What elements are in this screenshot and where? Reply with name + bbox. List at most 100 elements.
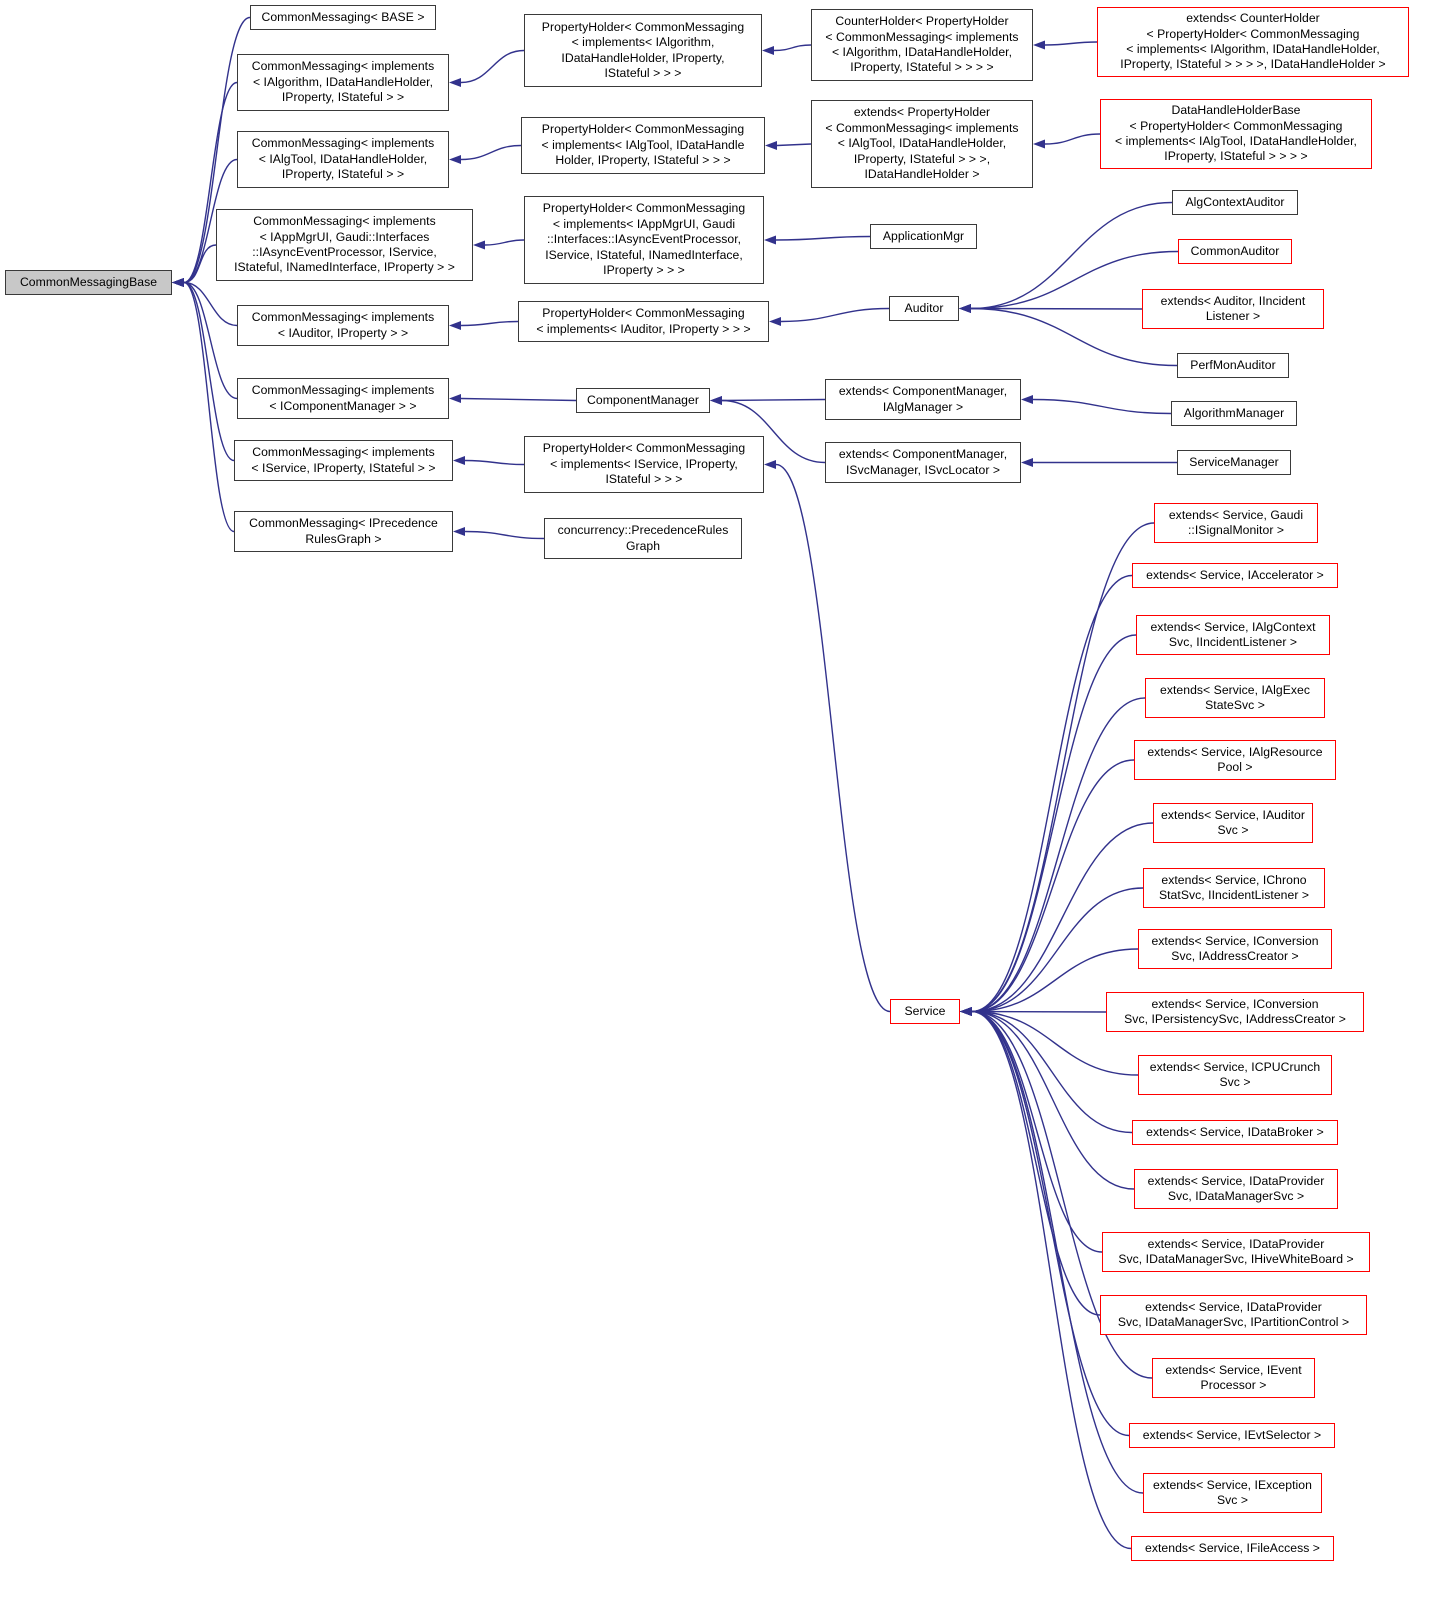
arrowhead-svcEvtSelector-to-service — [960, 1007, 972, 1016]
class-node-svcSignalMonitor[interactable]: extends< Service, Gaudi ::ISignalMonitor… — [1154, 503, 1318, 543]
edge-phService-to-cmService — [464, 459, 525, 466]
class-node-svcEvtSelector[interactable]: extends< Service, IEvtSelector > — [1129, 1423, 1335, 1448]
class-node-label: extends< Service, IConversion Svc, IPers… — [1124, 996, 1346, 1026]
class-node-label: CounterHolder< PropertyHolder < CommonMe… — [825, 14, 1019, 75]
class-node-label: AlgorithmManager — [1183, 405, 1285, 420]
edge-extendsCounterHolder-to-counterHolder — [1044, 41, 1098, 46]
edge-service-to-phService — [775, 463, 891, 1013]
edge-svcAlgResourcePool-to-service — [971, 759, 1135, 1013]
edge-svcEvtSelector-to-service — [971, 1010, 1130, 1437]
edge-phAlgorithm-to-cmAlgorithm — [460, 49, 525, 84]
edge-cmAppMgrUI-to-commonMessagingBase — [183, 244, 217, 284]
class-node-cmAppMgrUI[interactable]: CommonMessaging< implements < IAppMgrUI,… — [216, 209, 473, 281]
class-node-cmBase[interactable]: CommonMessaging< BASE > — [250, 5, 436, 30]
class-node-svcEventProcessor[interactable]: extends< Service, IEvent Processor > — [1152, 1358, 1315, 1398]
class-node-componentManager[interactable]: ComponentManager — [576, 388, 710, 413]
class-node-algContextAuditor[interactable]: AlgContextAuditor — [1172, 190, 1298, 215]
class-node-perfMonAuditor[interactable]: PerfMonAuditor — [1177, 353, 1289, 378]
edge-phAppMgrUI-to-cmAppMgrUI — [484, 239, 525, 246]
edge-cmAuditor-to-commonMessagingBase — [183, 281, 238, 327]
class-node-label: extends< Service, IChrono StatSvc, IInci… — [1158, 872, 1310, 902]
arrowhead-serviceManager-to-extendsCompMgrSvc — [1021, 458, 1033, 467]
arrowhead-svcConversionPersistency-to-service — [960, 1007, 972, 1016]
class-node-label: extends< Service, IDataBroker > — [1146, 1124, 1324, 1139]
class-node-label: CommonMessaging< implements < IAlgTool, … — [251, 136, 435, 182]
class-node-label: ServiceManager — [1189, 454, 1279, 469]
class-node-label: extends< Auditor, IIncident Listener > — [1160, 293, 1306, 323]
arrowhead-extendsPhAlgTool-to-phAlgTool — [765, 141, 777, 150]
class-node-label: CommonMessagingBase — [19, 274, 158, 289]
edge-svcAccelerator-to-service — [971, 574, 1133, 1013]
edge-applicationMgr-to-phAppMgrUI — [775, 235, 871, 241]
class-node-cmService[interactable]: CommonMessaging< implements < IService, … — [234, 440, 453, 481]
class-node-cmComponentManager[interactable]: CommonMessaging< implements < IComponent… — [237, 378, 449, 419]
arrowhead-counterHolder-to-phAlgorithm — [762, 46, 774, 55]
class-node-svcDataBroker[interactable]: extends< Service, IDataBroker > — [1132, 1120, 1338, 1145]
arrowhead-cmService-to-commonMessagingBase — [172, 278, 184, 287]
edge-cmComponentManager-to-commonMessagingBase — [183, 281, 238, 400]
class-node-commonAuditor[interactable]: CommonAuditor — [1178, 239, 1292, 264]
class-node-svcDataProviderMgr[interactable]: extends< Service, IDataProvider Svc, IDa… — [1134, 1169, 1338, 1209]
class-node-label: extends< Service, IAlgExec StateSvc > — [1160, 682, 1310, 712]
class-node-label: extends< Service, IEvent Processor > — [1165, 1362, 1302, 1392]
class-node-label: CommonMessaging< implements < IService, … — [251, 445, 436, 475]
arrowhead-phAppMgrUI-to-cmAppMgrUI — [473, 240, 485, 250]
class-node-label: CommonMessaging< IPrecedence RulesGraph … — [249, 516, 438, 546]
edge-phAlgTool-to-cmAlgTool — [460, 144, 522, 161]
class-node-commonMessagingBase[interactable]: CommonMessagingBase — [5, 270, 172, 295]
class-node-label: CommonMessaging< BASE > — [261, 9, 425, 24]
arrowhead-svcEventProcessor-to-service — [960, 1007, 972, 1016]
class-node-label: Auditor — [904, 300, 944, 315]
class-node-extendsAuditorIIncident[interactable]: extends< Auditor, IIncident Listener > — [1142, 289, 1324, 329]
arrowhead-algContextAuditor-to-auditor — [959, 304, 971, 313]
class-node-svcFileAccess[interactable]: extends< Service, IFileAccess > — [1131, 1536, 1334, 1561]
class-node-cmAuditor[interactable]: CommonMessaging< implements < IAuditor, … — [237, 305, 449, 346]
class-node-precedenceRulesGraph[interactable]: concurrency::PrecedenceRules Graph — [544, 518, 742, 559]
class-node-svcAlgContextSvc[interactable]: extends< Service, IAlgContext Svc, IInci… — [1136, 615, 1330, 655]
class-node-extendsCompMgrAlg[interactable]: extends< ComponentManager, IAlgManager > — [825, 379, 1021, 420]
class-node-label: CommonMessaging< implements < IAppMgrUI,… — [234, 214, 455, 275]
class-node-serviceManager[interactable]: ServiceManager — [1177, 450, 1291, 475]
class-node-svcAlgResourcePool[interactable]: extends< Service, IAlgResource Pool > — [1134, 740, 1336, 780]
class-node-svcDataProviderPartition[interactable]: extends< Service, IDataProvider Svc, IDa… — [1100, 1295, 1367, 1335]
class-node-svcAccelerator[interactable]: extends< Service, IAccelerator > — [1132, 563, 1338, 588]
class-node-algorithmManager[interactable]: AlgorithmManager — [1171, 401, 1297, 426]
class-node-svcChronoStatSvc[interactable]: extends< Service, IChrono StatSvc, IInci… — [1143, 868, 1325, 908]
class-node-label: ApplicationMgr — [882, 228, 965, 243]
class-node-phService[interactable]: PropertyHolder< CommonMessaging < implem… — [524, 436, 764, 493]
class-node-dataHandleHolderBase[interactable]: DataHandleHolderBase < PropertyHolder< C… — [1100, 99, 1372, 169]
class-node-svcCpuCrunchSvc[interactable]: extends< Service, ICPUCrunch Svc > — [1138, 1055, 1332, 1095]
arrowhead-svcAuditorSvc-to-service — [960, 1007, 972, 1016]
arrowhead-svcAlgExecStateSvc-to-service — [960, 1007, 972, 1016]
class-node-extendsCounterHolder[interactable]: extends< CounterHolder < PropertyHolder<… — [1097, 7, 1409, 77]
class-node-cmPrecedence[interactable]: CommonMessaging< IPrecedence RulesGraph … — [234, 511, 453, 552]
class-node-service[interactable]: Service — [890, 999, 960, 1024]
class-node-cmAlgorithm[interactable]: CommonMessaging< implements < IAlgorithm… — [237, 54, 449, 111]
class-node-phAlgorithm[interactable]: PropertyHolder< CommonMessaging < implem… — [524, 14, 762, 87]
class-node-svcAuditorSvc[interactable]: extends< Service, IAuditor Svc > — [1153, 803, 1313, 843]
class-node-cmAlgTool[interactable]: CommonMessaging< implements < IAlgTool, … — [237, 131, 449, 188]
class-node-svcConversionSvc[interactable]: extends< Service, IConversion Svc, IAddr… — [1138, 929, 1332, 969]
class-node-applicationMgr[interactable]: ApplicationMgr — [870, 224, 977, 249]
arrowhead-dataHandleHolderBase-to-extendsPhAlgTool — [1033, 139, 1045, 149]
class-node-label: CommonMessaging< implements < IComponent… — [251, 383, 435, 413]
class-node-svcDataProviderHive[interactable]: extends< Service, IDataProvider Svc, IDa… — [1102, 1232, 1370, 1272]
class-node-label: PropertyHolder< CommonMessaging < implem… — [541, 19, 745, 80]
class-node-extendsCompMgrSvc[interactable]: extends< ComponentManager, ISvcManager, … — [825, 442, 1021, 483]
class-node-svcAlgExecStateSvc[interactable]: extends< Service, IAlgExec StateSvc > — [1145, 678, 1325, 718]
class-node-extendsPhAlgTool[interactable]: extends< PropertyHolder < CommonMessagin… — [811, 100, 1033, 188]
class-node-phAlgTool[interactable]: PropertyHolder< CommonMessaging < implem… — [521, 117, 765, 174]
class-node-svcConversionPersistency[interactable]: extends< Service, IConversion Svc, IPers… — [1106, 992, 1364, 1032]
class-node-label: CommonAuditor — [1190, 243, 1280, 258]
class-node-svcExceptionSvc[interactable]: extends< Service, IException Svc > — [1143, 1473, 1322, 1513]
class-node-phAppMgrUI[interactable]: PropertyHolder< CommonMessaging < implem… — [524, 196, 764, 284]
class-node-phAuditor[interactable]: PropertyHolder< CommonMessaging < implem… — [518, 301, 769, 342]
class-node-label: extends< ComponentManager, ISvcManager, … — [838, 447, 1008, 477]
class-node-auditor[interactable]: Auditor — [889, 296, 959, 321]
class-node-label: extends< Service, ICPUCrunch Svc > — [1149, 1059, 1321, 1089]
arrowhead-svcSignalMonitor-to-service — [960, 1007, 972, 1016]
arrowhead-precedenceRulesGraph-to-cmPrecedence — [453, 527, 465, 536]
class-node-counterHolder[interactable]: CounterHolder< PropertyHolder < CommonMe… — [811, 9, 1033, 81]
class-node-label: extends< Service, IException Svc > — [1153, 1477, 1312, 1507]
